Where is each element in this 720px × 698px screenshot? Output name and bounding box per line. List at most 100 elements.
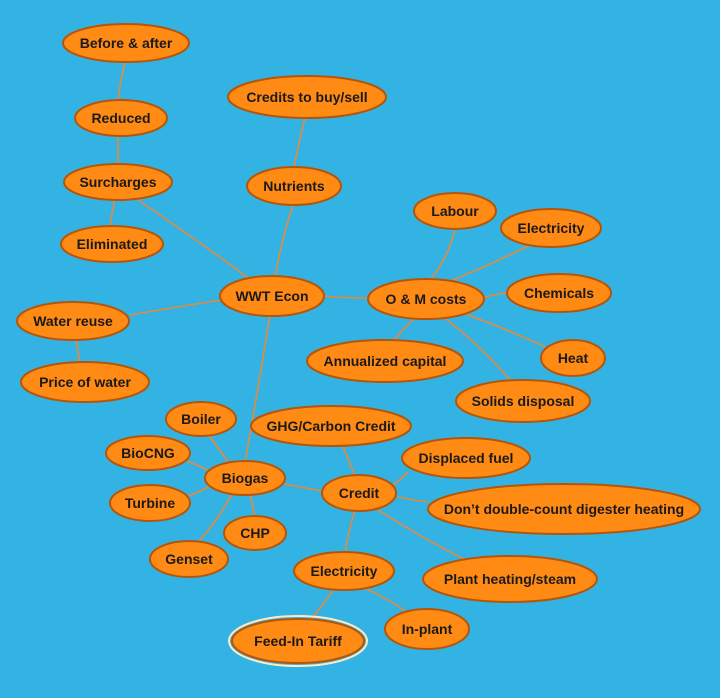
node-plant-heating[interactable]: Plant heating/steam [422,555,598,603]
node-wwt-econ-shape [219,275,325,317]
node-dont-double-count[interactable]: Don’t double-count digester heating [427,483,701,535]
node-electricity-credit-shape [293,551,395,591]
node-boiler[interactable]: Boiler [165,401,237,437]
node-ghg-credit-label: GHG/Carbon Credit [266,418,395,434]
node-displaced-fuel-shape [401,437,531,479]
edge-surcharges-wwt [134,197,259,286]
node-dont-double-count-shape [427,483,701,535]
node-plant-heating-shape [422,555,598,603]
edge-om-electricity [447,244,531,283]
node-boiler-shape [165,401,237,437]
node-credit[interactable]: Credit [321,474,397,512]
node-before-after-label: Before & after [80,35,173,51]
node-turbine[interactable]: Turbine [109,484,191,522]
edge-om-labour [429,227,456,281]
node-plant-heating-label: Plant heating/steam [444,571,576,587]
node-chemicals[interactable]: Chemicals [506,273,612,313]
node-electricity-credit[interactable]: Electricity [293,551,395,591]
node-feed-in-tariff-label: Feed-In Tariff [254,633,342,649]
node-biogas-label: Biogas [222,470,269,486]
node-genset-shape [149,540,229,578]
node-water-reuse-shape [16,301,130,341]
node-credit-label: Credit [339,485,380,501]
node-labour-shape [413,192,497,230]
edge-credit-electricity [344,509,356,554]
node-heat-shape [540,339,606,377]
node-om-costs-label: O & M costs [386,291,467,307]
edge-om-heat [464,313,546,348]
node-biogas-shape [204,460,286,496]
node-turbine-shape [109,484,191,522]
node-solids-disposal[interactable]: Solids disposal [455,379,591,423]
edge-nutrients-wwt [274,204,294,279]
edge-wwt-biogas [244,313,271,463]
edge-credits-nutrients [293,117,306,169]
node-heat[interactable]: Heat [540,339,606,377]
node-in-plant-shape [384,608,470,650]
node-annualized-capital[interactable]: Annualized capital [306,339,464,383]
node-water-reuse[interactable]: Water reuse [16,301,130,341]
node-genset-label: Genset [165,551,213,567]
edge-credit-ghg [341,444,356,477]
node-nutrients-label: Nutrients [263,178,325,194]
node-nutrients[interactable]: Nutrients [246,166,342,206]
node-biocng-label: BioCNG [121,445,175,461]
node-electricity-om-shape [500,208,602,248]
node-in-plant[interactable]: In-plant [384,608,470,650]
node-electricity-om-label: Electricity [518,220,585,236]
node-surcharges-label: Surcharges [79,174,156,190]
selection-ring [228,615,368,667]
node-credits-buy-sell[interactable]: Credits to buy/sell [227,75,387,119]
node-water-reuse-label: Water reuse [33,313,113,329]
node-wwt-econ-label: WWT Econ [235,288,308,304]
node-solids-disposal-shape [455,379,591,423]
node-price-of-water-shape [20,361,150,403]
node-biogas[interactable]: Biogas [204,460,286,496]
node-solids-disposal-label: Solids disposal [472,393,575,409]
node-electricity-om[interactable]: Electricity [500,208,602,248]
nodes: WWT Econ Surcharges Reduced Before & afterE… [16,23,701,667]
node-labour-label: Labour [431,203,479,219]
node-chp-label: CHP [240,525,270,541]
edge-credit-dont-double [397,496,429,503]
edge-electricity-feed-in [309,587,336,622]
node-om-costs-shape [367,278,485,320]
node-annualized-capital-shape [306,339,464,383]
edge-om-solids [444,317,511,381]
node-biocng[interactable]: BioCNG [105,435,191,471]
node-nutrients-shape [246,166,342,206]
node-eliminated[interactable]: Eliminated [60,225,164,263]
node-displaced-fuel[interactable]: Displaced fuel [401,437,531,479]
node-before-after[interactable]: Before & after [62,23,190,63]
node-labour[interactable]: Labour [413,192,497,230]
node-heat-label: Heat [558,350,589,366]
edge-before-after-reduced [117,61,126,101]
node-ghg-credit-shape [250,405,412,447]
node-ghg-credit[interactable]: GHG/Carbon Credit [250,405,412,447]
node-chp[interactable]: CHP [223,515,287,551]
node-eliminated-label: Eliminated [77,236,148,252]
node-om-costs[interactable]: O & M costs [367,278,485,320]
edge-wwt-om [322,295,369,299]
node-reduced-shape [74,99,168,137]
node-price-of-water[interactable]: Price of water [20,361,150,403]
node-reduced[interactable]: Reduced [74,99,168,137]
node-dont-double-count-label: Don’t double-count digester heating [444,501,684,517]
edge-electricity-in-plant [364,587,406,612]
node-boiler-label: Boiler [181,411,221,427]
node-turbine-label: Turbine [125,495,176,511]
node-surcharges-shape [63,163,173,201]
edge-credit-plant-heating [374,507,471,563]
node-surcharges[interactable]: Surcharges [63,163,173,201]
node-chp-shape [223,515,287,551]
node-biocng-shape [105,435,191,471]
node-wwt-econ[interactable]: WWT Econ [219,275,325,317]
node-credits-buy-sell-label: Credits to buy/sell [246,89,367,105]
node-feed-in-tariff[interactable]: Feed-In Tariff [228,615,368,667]
node-reduced-label: Reduced [91,110,150,126]
node-genset[interactable]: Genset [149,540,229,578]
node-before-after-shape [62,23,190,63]
node-electricity-credit-label: Electricity [311,563,378,579]
edge-biogas-credit [283,483,324,492]
